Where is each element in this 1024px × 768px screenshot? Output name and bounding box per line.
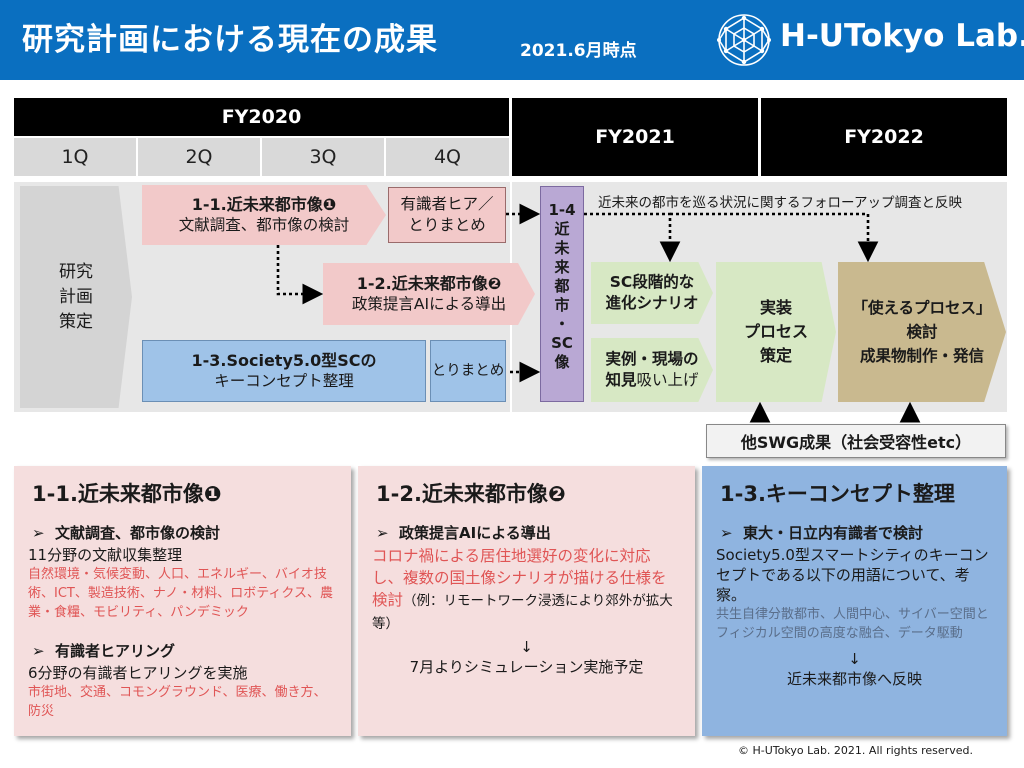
quarter-4q: 4Q — [386, 138, 509, 176]
plan-line-3: 策定 — [59, 311, 93, 332]
implement-line-3: 策定 — [759, 346, 792, 365]
task-1-1-arrow: 1-1.近未来都市像❶ 文献調査、都市像の検討 — [142, 185, 386, 245]
panel-1-2-description: コロナ禍による居住地選好の変化に対応し、複数の国土像シナリオが描ける仕様を検討 — [372, 547, 667, 609]
panel-1-1-text-1: 11分野の文献収集整理 — [28, 546, 183, 564]
plan-line-1: 研究 — [59, 261, 93, 282]
panel-1-3-bullet-1: ➢ 東大・日立内有識者で検討 — [720, 524, 924, 542]
panel-1-2-bullet-1-text: 政策提言AIによる導出 — [399, 524, 551, 542]
quarter-3q: 3Q — [262, 138, 386, 176]
sc-stage-scenario-arrow: SC段階的な 進化シナリオ — [591, 262, 713, 324]
panel-1-3-text-1: Society5.0型スマートシティのキーコンセプトである以下の用語について、考… — [716, 546, 989, 604]
panel-1-3: 1-3.キーコンセプト整理 ➢ 東大・日立内有識者で検討 Society5.0型… — [702, 466, 1007, 736]
process-line-1: 「使えるプロセス」 — [852, 299, 992, 317]
panel-1-1-expert-fields: 市街地、交通、コモングラウンド、医療、働き方、防災 — [28, 685, 327, 719]
panel-1-1-bullet-2-text: 有識者ヒアリング — [55, 642, 176, 660]
task-1-4-char: 未 — [554, 239, 570, 257]
geodesic-sphere-icon — [717, 14, 771, 66]
panel-1-2-title: 1-2.近未来都市像❷ — [376, 482, 566, 506]
logo-text: H-UTokyo Lab. — [780, 18, 1024, 54]
task-1-4-bar: 1-4 近 未 来 都 市 ・ SC 像 — [540, 186, 584, 402]
task-1-4-char: 1-4 — [548, 201, 576, 219]
hearing-line-2: とりまとめ — [408, 216, 486, 234]
task-1-4-char: SC — [551, 334, 573, 352]
panel-1-1-bullet-2: ➢ 有識者ヒアリング — [32, 642, 176, 660]
other-swg-box: 他SWG成果（社会受容性etc） — [706, 424, 1006, 458]
task-1-1-sub: 文献調査、都市像の検討 — [178, 216, 350, 234]
task-1-4-char: 来 — [554, 258, 570, 276]
field-line-1: 実例・現場の — [605, 350, 699, 368]
panel-1-3-title: 1-3.キーコンセプト整理 — [720, 482, 955, 506]
process-line-2: 検討 — [906, 323, 938, 341]
fy2021-header: FY2021 — [512, 98, 758, 176]
panel-1-2-plan: 7月よりシミュレーション実施予定 — [409, 658, 644, 676]
panel-1-2-bullet-1: ➢ 政策提言AIによる導出 — [376, 524, 551, 542]
quarter-1q: 1Q — [14, 138, 138, 176]
task-1-1-title: 1-1.近未来都市像❶ — [191, 195, 337, 214]
process-line-3: 成果物制作・発信 — [859, 347, 984, 365]
fy2020-header: FY2020 — [14, 98, 509, 136]
task-1-2-title: 1-2.近未来都市像❷ — [356, 274, 502, 293]
sc-stage-line-2: 進化シナリオ — [605, 294, 699, 312]
implementation-process-arrow: 実装 プロセス 策定 — [716, 262, 836, 402]
summary-box: とりまとめ — [430, 340, 506, 402]
panel-1-2: 1-2.近未来都市像❷ ➢ 政策提言AIによる導出 コロナ禍による居住地選好の変… — [358, 466, 695, 736]
panel-1-1-bullet-1: ➢ 文献調査、都市像の検討 — [32, 524, 221, 542]
down-arrow-icon: ↓ — [848, 650, 861, 668]
research-plan-arrow: 研究計画策定 — [20, 186, 132, 408]
task-1-4-char: 近 — [554, 220, 570, 238]
panel-1-1-bullet-1-text: 文献調査、都市像の検討 — [55, 524, 221, 542]
implement-line-1: 実装 — [759, 298, 792, 317]
panel-1-3-terms: 共生自律分散都市、人間中心、サイバー空間とフィジカル空間の高度な融合、データ駆動 — [716, 607, 989, 641]
hearing-box: 有識者ヒア／ とりまとめ — [388, 187, 506, 243]
task-1-2-arrow: 1-2.近未来都市像❷ 政策提言AIによる導出 — [323, 263, 535, 325]
task-1-3-line-2: キーコンセプト整理 — [214, 372, 354, 390]
task-1-3-box: 1-3.Society5.0型SCの キーコンセプト整理 — [142, 340, 426, 402]
panel-1-2-note: （例：リモートワーク浸透により郊外が拡大等） — [372, 593, 673, 632]
task-1-4-char: 市 — [554, 296, 570, 314]
panel-1-1-title: 1-1.近未来都市像❶ — [32, 482, 222, 506]
implement-line-2: プロセス — [743, 322, 808, 341]
panel-1-3-result: 近未来都市像へ反映 — [786, 670, 922, 688]
panel-1-1-fields: 自然環境・気候変動、人口、エネルギー、バイオ技術、ICT、製造技術、ナノ・材料、… — [28, 567, 334, 620]
follow-up-text: 近未来の都市を巡る状況に関するフォローアップ調査と反映 — [598, 195, 962, 211]
header-bar — [0, 0, 1024, 80]
field-knowledge-arrow: 実例・現場の 知見吸い上げ — [591, 338, 713, 402]
usable-process-arrow: 「使えるプロセス」 検討 成果物制作・発信 — [838, 262, 1006, 402]
task-1-4-char: 都 — [554, 277, 570, 295]
task-1-2-sub: 政策提言AIによる導出 — [351, 295, 507, 313]
sc-stage-line-1: SC段階的な — [609, 273, 695, 291]
field-line-2-rest: 吸い上げ — [636, 371, 699, 389]
panel-1-3-bullet-1-text: 東大・日立内有識者で検討 — [743, 524, 924, 542]
panel-1-1-text-2: 6分野の有識者ヒアリングを実施 — [28, 664, 248, 682]
page-date: 2021.6月時点 — [520, 41, 637, 61]
panel-1-1: 1-1.近未来都市像❶ ➢ 文献調査、都市像の検討 11分野の文献収集整理 自然… — [14, 466, 351, 736]
quarter-2q: 2Q — [138, 138, 262, 176]
down-arrow-icon: ↓ — [520, 638, 533, 656]
plan-line-2: 計画 — [59, 286, 93, 307]
fy2022-header: FY2022 — [761, 98, 1007, 176]
task-1-4-char: ・ — [554, 315, 570, 333]
hearing-line-1: 有識者ヒア／ — [400, 195, 494, 213]
task-1-3-line-1: 1-3.Society5.0型SCの — [191, 351, 377, 370]
task-1-4-char: 像 — [554, 353, 570, 371]
field-line-2-bold: 知見 — [605, 371, 637, 389]
page-title: 研究計画における現在の成果 — [22, 22, 438, 58]
copyright: © H-UTokyo Lab. 2021. All rights reserve… — [738, 744, 973, 757]
